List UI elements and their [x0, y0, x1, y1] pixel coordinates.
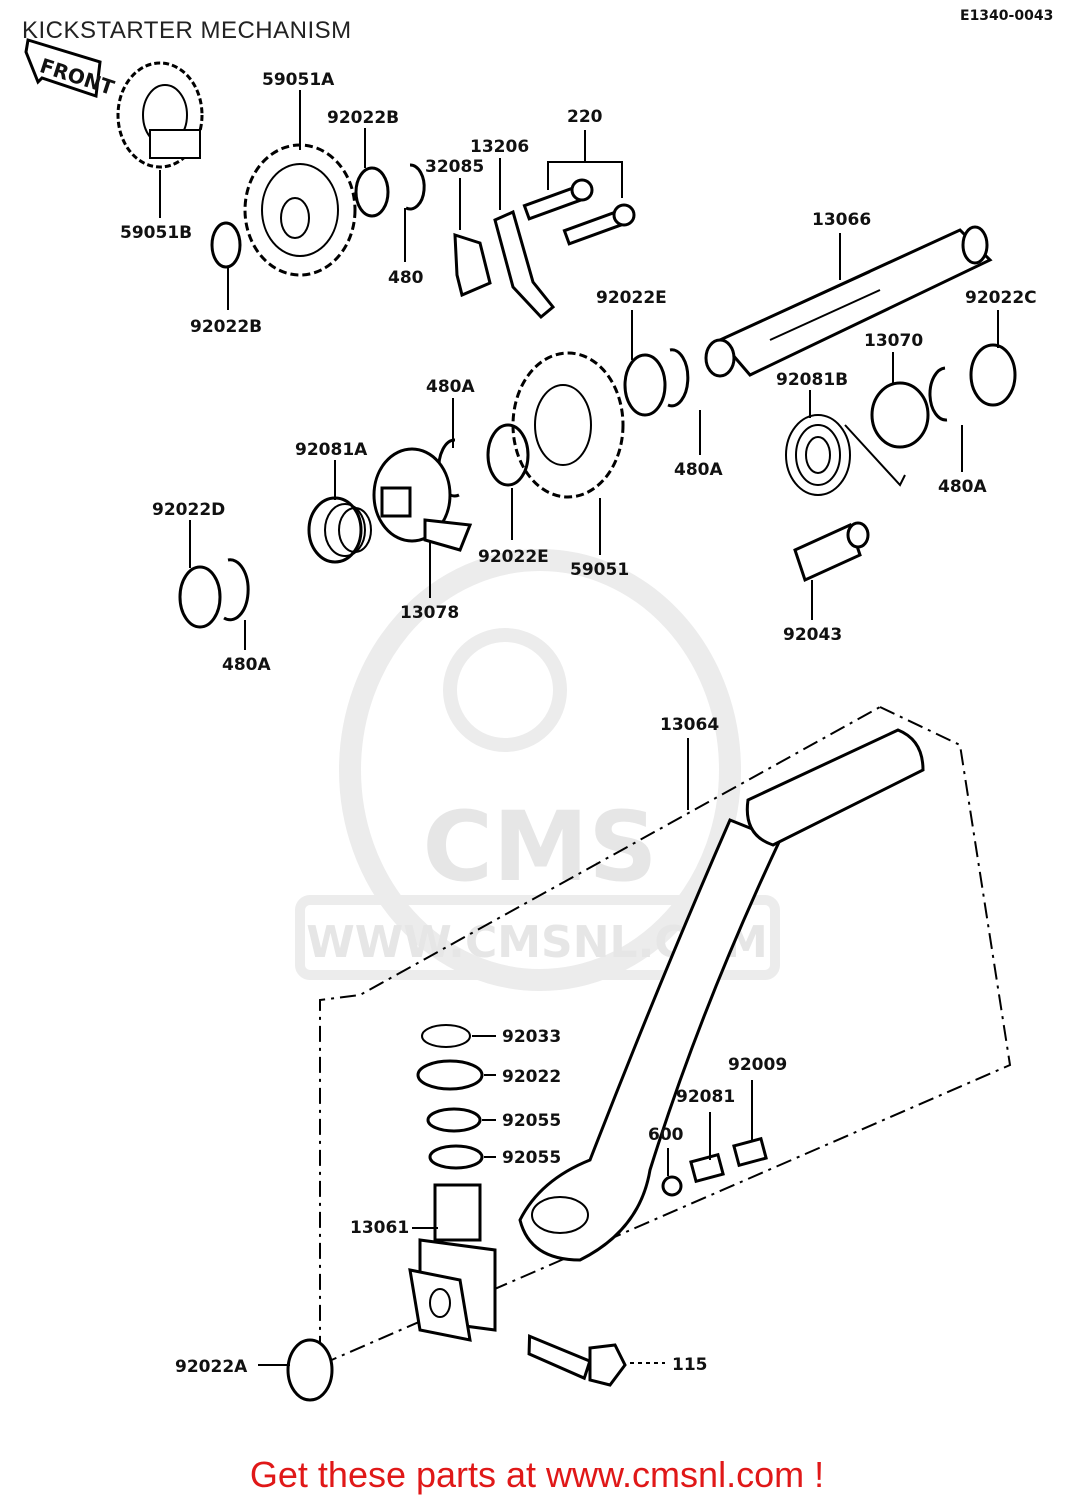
kick-lever-13064 [518, 728, 925, 1262]
label-92033: 92033 [502, 1027, 561, 1047]
pin-92043 [793, 521, 870, 583]
label-92022: 92022 [502, 1067, 561, 1087]
label-480a-lower: 480A [222, 655, 271, 675]
circlip-480a-right [928, 366, 948, 422]
collar-13070 [870, 381, 930, 449]
label-92055-lower: 92055 [502, 1148, 561, 1168]
plug-92009 [732, 1136, 768, 1168]
gear-59051b [116, 61, 204, 169]
label-92022e-left: 92022E [478, 547, 549, 567]
label-480a-middle: 480A [426, 377, 475, 397]
label-59051a: 59051A [262, 70, 335, 90]
part-labels: 59051A 92022B 59051B 92022B 480 32085 13… [120, 70, 1037, 1377]
page-title: KICKSTARTER MECHANISM [22, 17, 352, 44]
label-92043: 92043 [783, 625, 842, 645]
gear-59051a [243, 143, 357, 277]
label-220: 220 [567, 107, 603, 127]
joint-13061 [408, 1183, 497, 1342]
oring-92055-lower [428, 1144, 484, 1170]
spring-92081a [307, 496, 372, 564]
washer-92022b-bottom [210, 221, 242, 269]
label-92081b: 92081B [776, 370, 848, 390]
washer-92022a [286, 1338, 334, 1402]
bracket-32085 [453, 232, 492, 298]
label-13078: 13078 [400, 603, 459, 623]
label-59051b: 59051B [120, 223, 192, 243]
circlip-92033 [421, 1024, 471, 1048]
front-arrow-icon: FRONT [24, 38, 117, 100]
label-480a-upper: 480A [674, 460, 723, 480]
bolts-220 [522, 178, 636, 246]
figure-code: E1340-0043 [960, 8, 1053, 24]
label-13061: 13061 [350, 1218, 409, 1238]
label-92022a: 92022A [175, 1357, 248, 1377]
label-92022b-top: 92022B [327, 108, 399, 128]
label-92081: 92081 [676, 1087, 735, 1107]
label-115: 115 [672, 1355, 708, 1375]
label-13206: 13206 [470, 137, 529, 157]
label-92022d: 92022D [152, 500, 225, 520]
label-13066: 13066 [812, 210, 871, 230]
washer-92022c [969, 343, 1017, 407]
shaft-13066 [704, 225, 993, 378]
washer-92022b-top [354, 166, 390, 218]
gear-59051 [511, 351, 625, 499]
spring-92081b [785, 414, 906, 496]
circlip-480a-upper [667, 348, 690, 408]
label-59051: 59051 [570, 560, 629, 580]
washer-92022e-right [623, 353, 667, 417]
label-32085: 32085 [425, 157, 484, 177]
washer-92022d [178, 565, 222, 629]
label-92022c: 92022C [965, 288, 1037, 308]
circlip-480a-lower [223, 558, 250, 622]
label-92081a: 92081A [295, 440, 368, 460]
label-13070: 13070 [864, 331, 923, 351]
washer-92022e-left [486, 423, 530, 487]
label-92055-upper: 92055 [502, 1111, 561, 1131]
label-92009: 92009 [728, 1055, 787, 1075]
ball-600 [661, 1175, 683, 1197]
label-480: 480 [388, 268, 424, 288]
washer-92022 [416, 1059, 484, 1091]
circlip-480 [405, 163, 426, 211]
plate-13206 [493, 209, 556, 320]
footer-link[interactable]: Get these parts at www.cmsnl.com ! [250, 1454, 824, 1495]
bolt-115 [527, 1334, 627, 1387]
label-480a-right: 480A [938, 477, 987, 497]
label-92022e-right: 92022E [596, 288, 667, 308]
label-92022b-bottom: 92022B [190, 317, 262, 337]
oring-92055-upper [426, 1107, 482, 1133]
ratchet-13078 [372, 447, 473, 552]
label-600: 600 [648, 1125, 684, 1145]
watermark-brand: CMS [422, 791, 657, 903]
leader-lines [159, 90, 999, 1366]
label-13064: 13064 [660, 715, 719, 735]
spring-92081 [689, 1152, 725, 1184]
